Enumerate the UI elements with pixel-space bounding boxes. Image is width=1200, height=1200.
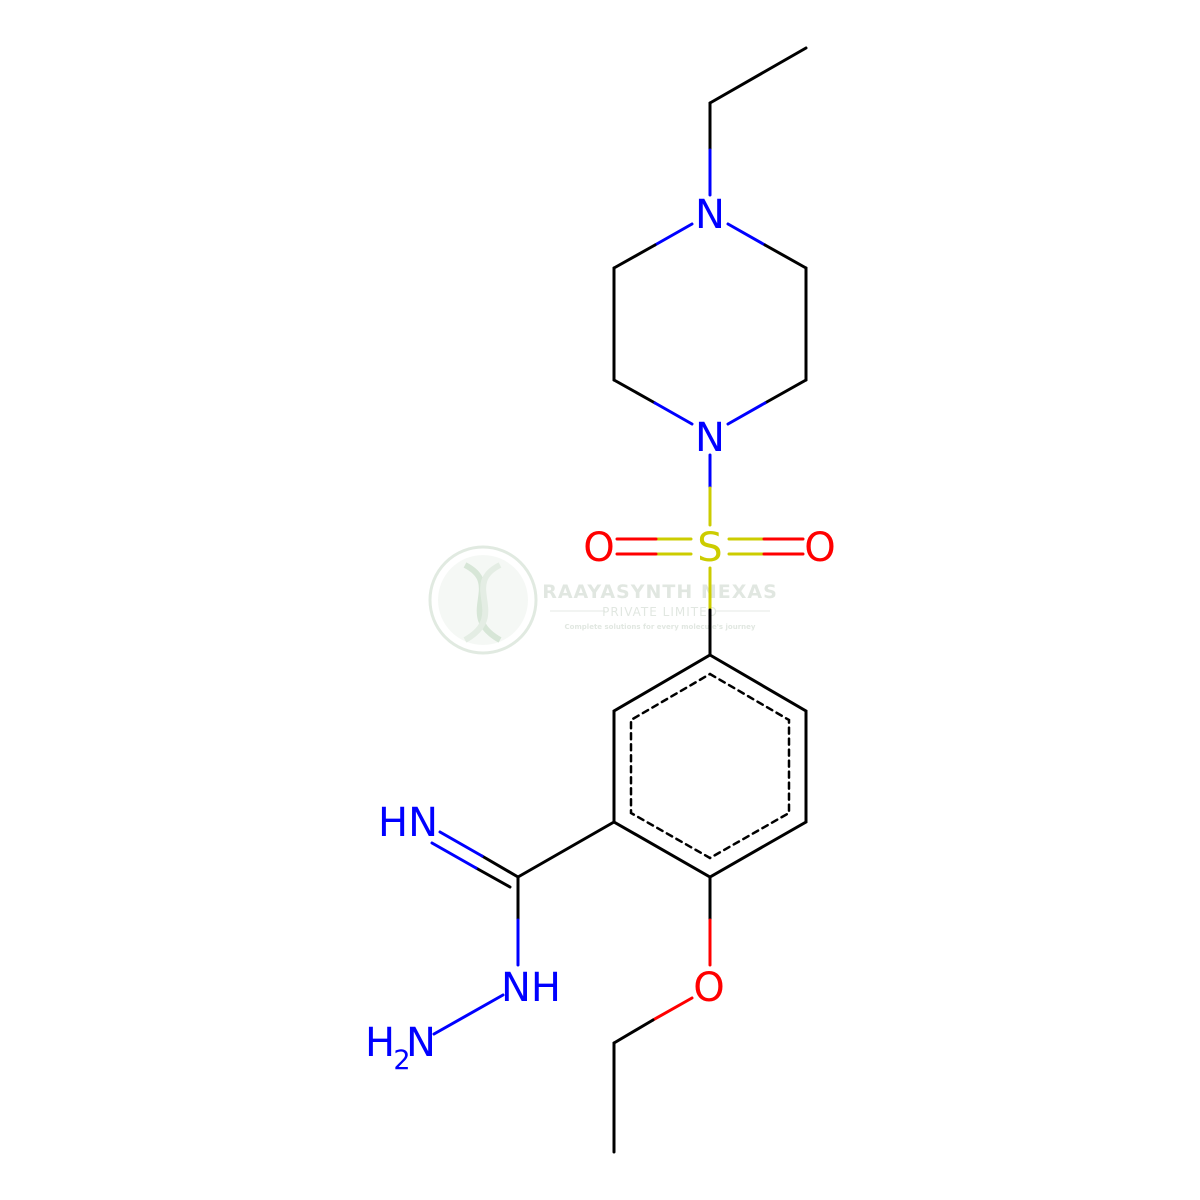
atom-o-left: O (583, 525, 614, 571)
bond-ethyl-ch3-ch2 (708, 46, 808, 105)
bond-n-c-left-top (653, 222, 694, 247)
watermark-title: RAAYASYNTH NEXAS (542, 581, 778, 603)
atom-nh2-subscript: 2 (393, 1045, 410, 1076)
atom-n-ethyl: N (695, 192, 725, 238)
atom-nh2-n: N (406, 1020, 436, 1066)
bond-n-c-right-top (726, 222, 767, 247)
benzene-aromatic-ring (629, 672, 791, 860)
atom-imine-nh: HN (378, 800, 438, 846)
bond-c-n-right-bottom (763, 378, 808, 405)
atom-o-ether: O (693, 965, 724, 1011)
bond-c-imine (480, 854, 520, 879)
bond-o-ch2 (651, 996, 694, 1022)
atom-s: S (697, 525, 722, 571)
bond-nh-nh2 (432, 993, 505, 1036)
benzene-ring (612, 653, 808, 879)
bond-c-n-left-bottom (612, 378, 657, 405)
atom-hydrazide-nh: NH (501, 965, 561, 1011)
watermark-logo-ring (428, 545, 538, 655)
watermark-tagline: Complete solutions for every molecule's … (565, 623, 756, 631)
watermark-helix-icon (463, 562, 502, 643)
atom-o-right: O (804, 525, 835, 571)
company-watermark: RAAYASYNTH NEXAS PRIVATE LIMITED Complet… (428, 545, 778, 655)
atom-n-sulfonyl: N (695, 415, 725, 461)
bonds (430, 46, 808, 1154)
atom-nh2-h: H (365, 1020, 395, 1066)
watermark-subtitle: PRIVATE LIMITED (602, 605, 718, 619)
atom-labels: N N S O O HN NH H 2 N O (365, 192, 836, 1076)
bond-aryl-amidine-c (516, 820, 616, 879)
